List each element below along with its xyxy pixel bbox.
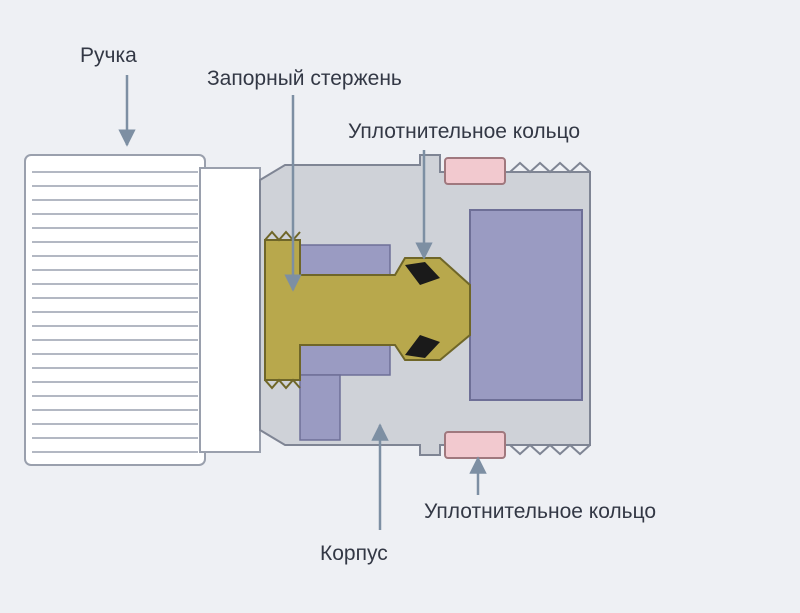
- stem-o-rings: [405, 262, 440, 358]
- pointer-arrows: [118, 75, 487, 530]
- handle-collar: [199, 167, 261, 453]
- seal-ring-top-shape: [444, 157, 506, 185]
- outer-thread-bottom: [509, 443, 591, 456]
- label-body: Корпус: [320, 542, 388, 565]
- outer-thread-top: [509, 161, 591, 174]
- label-seal-ring-bottom: Уплотнительное кольцо: [424, 500, 657, 523]
- stem-thread-bottom: [264, 378, 301, 390]
- label-shutoff-stem: Запорный стержень: [207, 67, 402, 90]
- handle-knurling: [32, 171, 198, 453]
- handle-knob: [24, 154, 206, 466]
- seal-ring-bottom-shape: [444, 431, 506, 459]
- label-seal-ring-top: Уплотнительное кольцо: [348, 120, 581, 143]
- label-handle: Ручка: [80, 44, 137, 67]
- valve-seat: [299, 209, 583, 441]
